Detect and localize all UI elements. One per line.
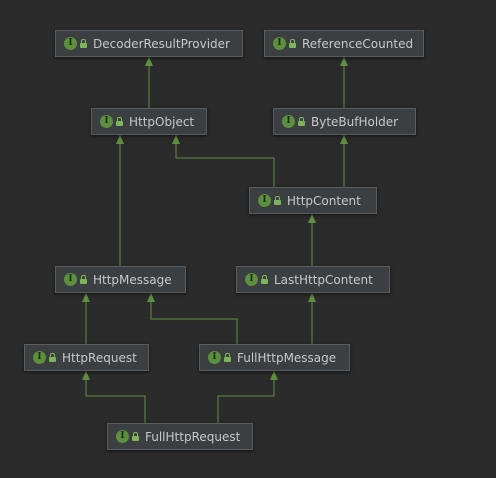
node-label: FullHttpRequest: [145, 429, 241, 444]
node-label: HttpContent: [287, 193, 361, 208]
node-label: DecoderResultProvider: [93, 36, 230, 51]
node-label: HttpRequest: [62, 350, 137, 365]
lock-icon: [132, 432, 139, 441]
edge-full-http-message-to-last-http-content: [308, 293, 316, 344]
lock-icon: [80, 39, 87, 48]
interface-icon: I: [258, 194, 271, 207]
lock-icon: [274, 196, 281, 205]
edge-http-object-to-decoder-result-provider: [145, 57, 153, 108]
node-label: ReferenceCounted: [302, 36, 414, 51]
interface-icon: I: [245, 273, 258, 286]
interface-icon: I: [64, 37, 77, 50]
interface-icon: I: [282, 115, 295, 128]
node-http-request[interactable]: I HttpRequest: [24, 344, 149, 371]
edge-full-http-request-to-http-request: [82, 371, 146, 423]
edge-http-content-to-byte-buf-holder: [340, 135, 348, 187]
node-last-http-content[interactable]: I LastHttpContent: [236, 266, 390, 293]
node-label: LastHttpContent: [274, 272, 373, 287]
node-reference-counted[interactable]: I ReferenceCounted: [264, 30, 424, 57]
lock-icon: [116, 117, 123, 126]
interface-icon: I: [33, 351, 46, 364]
node-label: HttpMessage: [93, 272, 172, 287]
edge-full-http-request-to-full-http-message: [217, 371, 278, 423]
node-label: ByteBufHolder: [311, 114, 399, 129]
interface-icon: I: [273, 37, 286, 50]
node-http-content[interactable]: I HttpContent: [249, 187, 377, 214]
edge-last-http-content-to-http-content: [308, 214, 316, 266]
lock-icon: [80, 275, 87, 284]
node-decoder-result-provider[interactable]: I DecoderResultProvider: [55, 30, 243, 57]
node-full-http-request[interactable]: I FullHttpRequest: [107, 423, 253, 450]
interface-icon: I: [208, 351, 221, 364]
interface-icon: I: [100, 115, 113, 128]
node-http-object[interactable]: I HttpObject: [91, 108, 207, 135]
node-byte-buf-holder[interactable]: I ByteBufHolder: [273, 108, 416, 135]
edge-byte-buf-holder-to-reference-counted: [340, 57, 348, 108]
lock-icon: [289, 39, 296, 48]
interface-icon: I: [116, 430, 129, 443]
node-label: FullHttpMessage: [237, 350, 337, 365]
lock-icon: [224, 353, 231, 362]
lock-icon: [298, 117, 305, 126]
interface-icon: I: [64, 273, 77, 286]
lock-icon: [49, 353, 56, 362]
edge-http-content-to-http-object: [172, 135, 275, 187]
node-label: HttpObject: [129, 114, 195, 129]
edge-http-request-to-http-message: [82, 293, 90, 344]
edge-http-message-to-http-object: [116, 135, 124, 266]
edge-full-http-message-to-http-message: [147, 293, 238, 344]
node-http-message[interactable]: I HttpMessage: [55, 266, 186, 293]
node-full-http-message[interactable]: I FullHttpMessage: [199, 344, 350, 371]
lock-icon: [261, 275, 268, 284]
